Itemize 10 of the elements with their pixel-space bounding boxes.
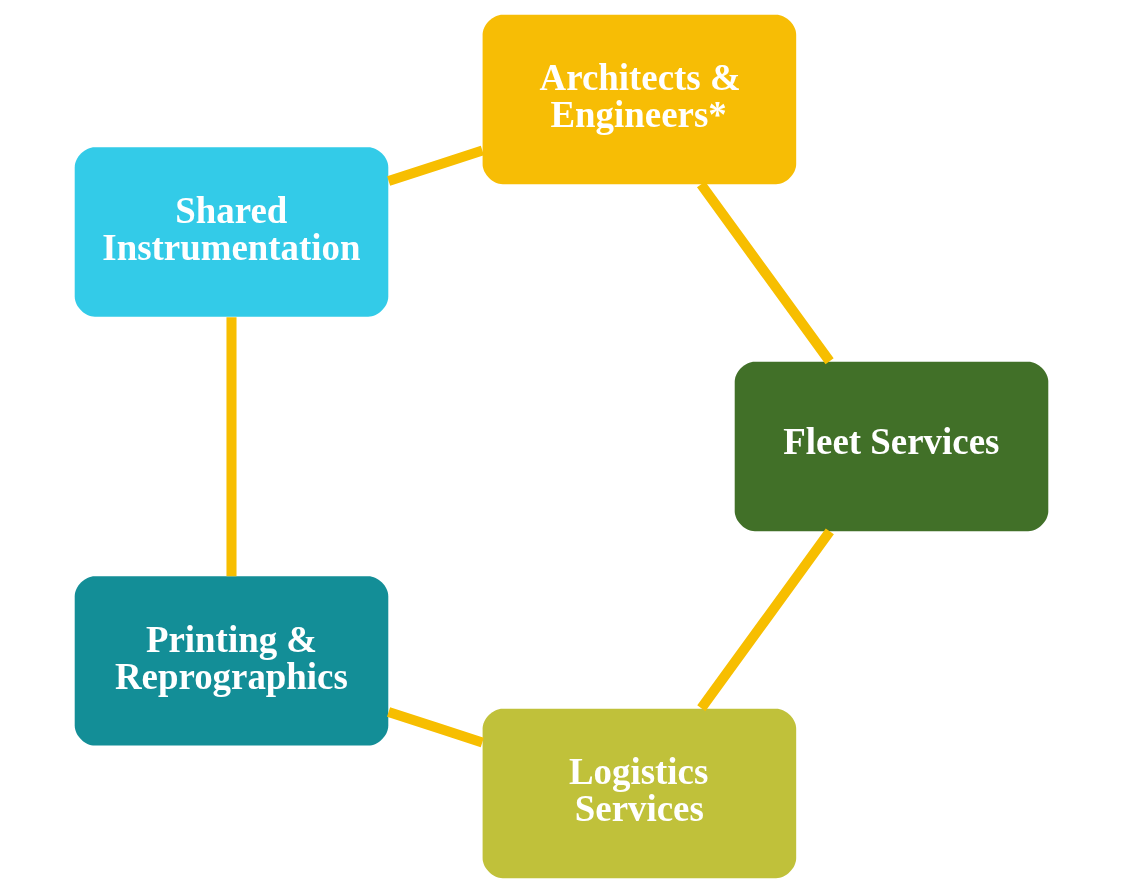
node-box: Fleet Services (734, 361, 1048, 532)
connector (386, 707, 484, 748)
node-box: Shared Instrumentation (74, 147, 388, 317)
connector (225, 317, 237, 577)
node-box: Printing & Reprographics (74, 576, 388, 746)
connector (696, 528, 834, 712)
node-box: Logistics Services (482, 708, 796, 879)
node-box: Architects & Engineers* (482, 14, 796, 185)
connector (696, 181, 834, 365)
connector (386, 145, 484, 186)
